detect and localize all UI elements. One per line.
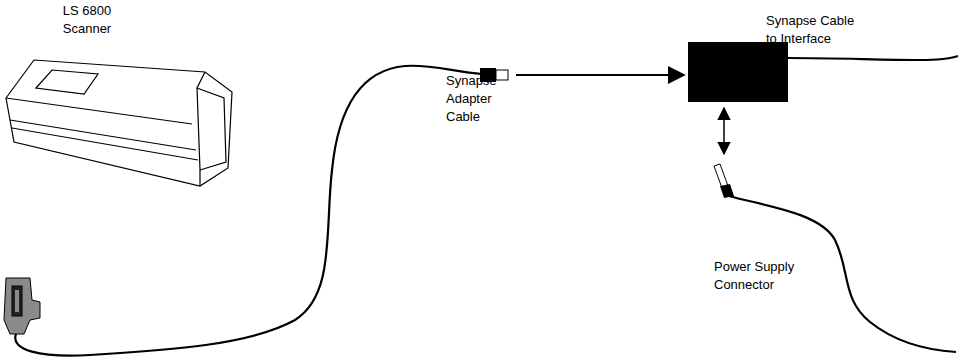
part-label: Synapse Adapter Cable (446, 72, 510, 126)
power-plug (714, 164, 734, 198)
synapse-box (688, 42, 788, 102)
part-label: Synapse Cable to Interface (766, 12, 862, 48)
interface-cable (788, 56, 958, 60)
scanner-plug (4, 278, 40, 334)
connect-arrow (516, 74, 684, 76)
scanner-body (6, 60, 232, 186)
plug-arrow (723, 108, 725, 154)
adapter-cable (15, 66, 482, 356)
part-label: Power Supply Connector (714, 258, 806, 294)
part-label: LS 6800 Scanner (56, 2, 118, 38)
